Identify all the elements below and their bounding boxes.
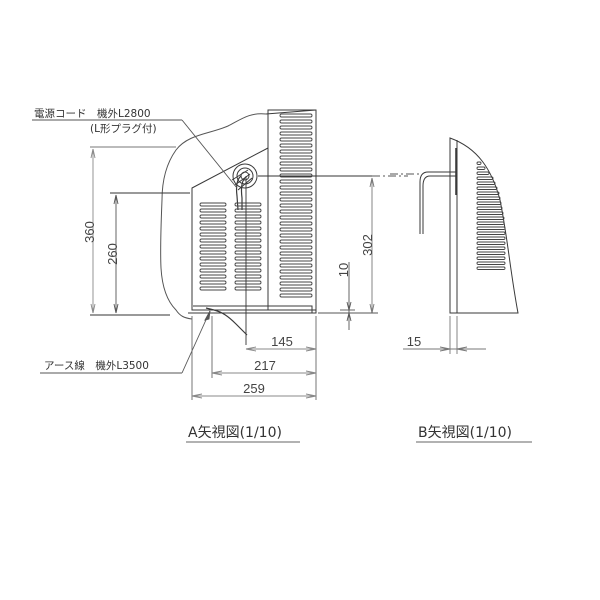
dim-right [318, 177, 378, 330]
view-b-title: B矢視図(1/10) [418, 425, 512, 441]
view-a [160, 109, 408, 345]
dim-bottom [191, 316, 317, 400]
power-cord-note: (L形プラグ付) [90, 122, 157, 135]
side-profile [449, 137, 519, 314]
break-outline [160, 113, 267, 320]
earth-wire [205, 307, 248, 336]
dim-260: 260 [105, 243, 120, 265]
earth-wire-label: アース線 機外L3500 [44, 359, 149, 372]
earth-wire-callout [40, 310, 211, 374]
view-b [390, 137, 519, 354]
plug-cord [419, 171, 456, 234]
dim-302: 302 [360, 234, 375, 256]
dim-145: 145 [271, 334, 293, 349]
dim-15: 15 [407, 334, 421, 349]
dim-217: 217 [254, 358, 276, 373]
view-a-title: A矢視図(1/10) [188, 425, 282, 441]
louvers-left [199, 202, 262, 291]
louvers-right [279, 113, 313, 298]
louvers-side [476, 161, 506, 270]
dim-360: 360 [82, 221, 97, 243]
power-cord-callout [32, 119, 238, 189]
cord-grommet [231, 163, 258, 211]
dim-10: 10 [336, 263, 351, 277]
dim-left [90, 146, 190, 316]
lower-body-panel [191, 147, 269, 311]
power-cord-label: 電源コード 機外L2800 [34, 107, 151, 120]
dim-259: 259 [243, 381, 265, 396]
